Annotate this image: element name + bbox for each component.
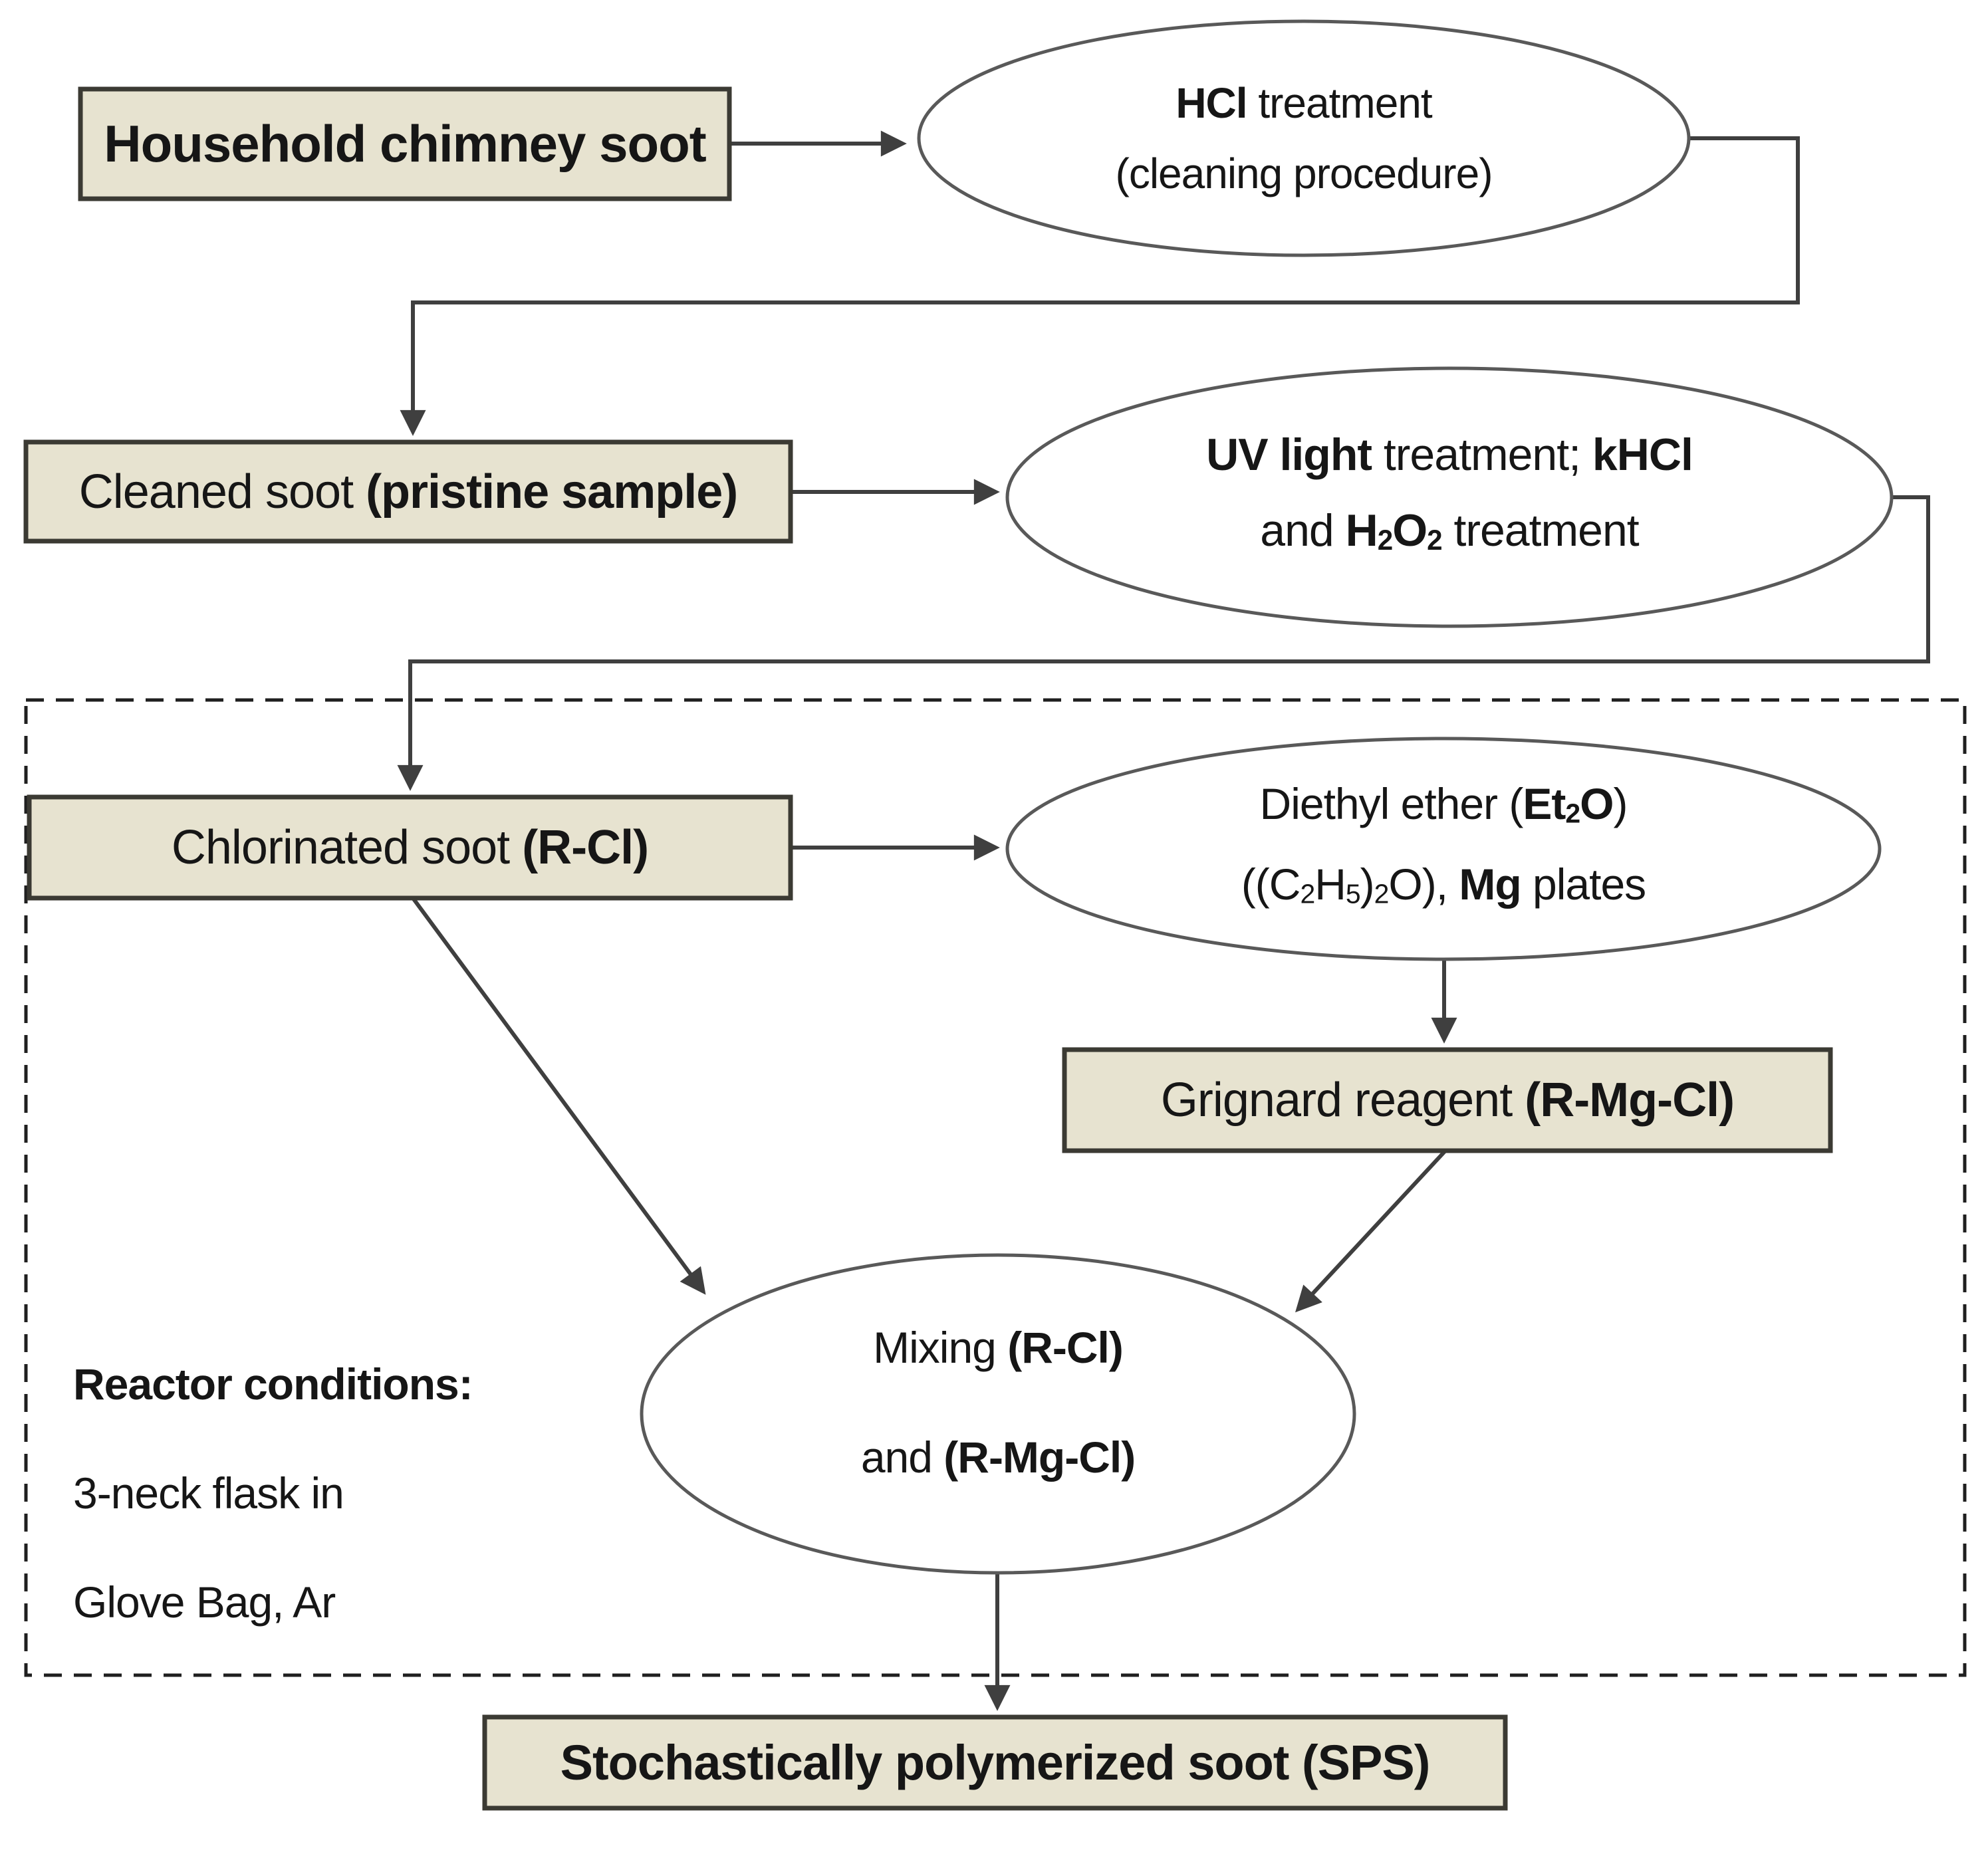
mixing-label: Mixing (R-Cl)and (R-Mg-Cl) <box>860 1323 1136 1482</box>
ellipse-uv-treatment <box>1005 366 1894 628</box>
elbow-uv-to-chlorinated <box>397 495 1930 791</box>
cleaned-soot-label: Cleaned soot (pristine sample) <box>78 465 738 519</box>
chlorinated-soot-label: Chlorinated soot (R-Cl) <box>171 821 649 874</box>
box-grignard-reagent <box>1062 1047 1833 1153</box>
ellipse-mixing <box>640 1253 1356 1575</box>
diethyl-ether-label: Diethyl ether (Et2O)((C2H5)2O), Mg plate… <box>1241 779 1646 909</box>
box-sps <box>482 1714 1508 1811</box>
arrow-chlorinated-to-mixing <box>411 897 706 1295</box>
ellipse-diethyl-ether <box>1005 737 1882 961</box>
arrow-grignard-to-mixing <box>1295 1149 1447 1313</box>
ellipse-hcl-treatment <box>917 19 1691 257</box>
hcl-treatment-label: HCl treatment(cleaning procedure) <box>1115 79 1493 197</box>
box-household-chimney-soot <box>78 86 732 201</box>
box-chlorinated-soot <box>27 794 793 901</box>
box-cleaned-soot <box>23 439 793 544</box>
elbow-hcl-to-cleaned <box>400 136 1800 436</box>
reactor-boundary-dashed-rect <box>24 698 1967 1677</box>
household-chimney-soot-label: Household chimney soot <box>104 114 706 173</box>
grignard-reagent-label: Grignard reagent (R-Mg-Cl) <box>1160 1074 1735 1127</box>
sps-label: Stochastically polymerized soot (SPS) <box>560 1735 1431 1790</box>
